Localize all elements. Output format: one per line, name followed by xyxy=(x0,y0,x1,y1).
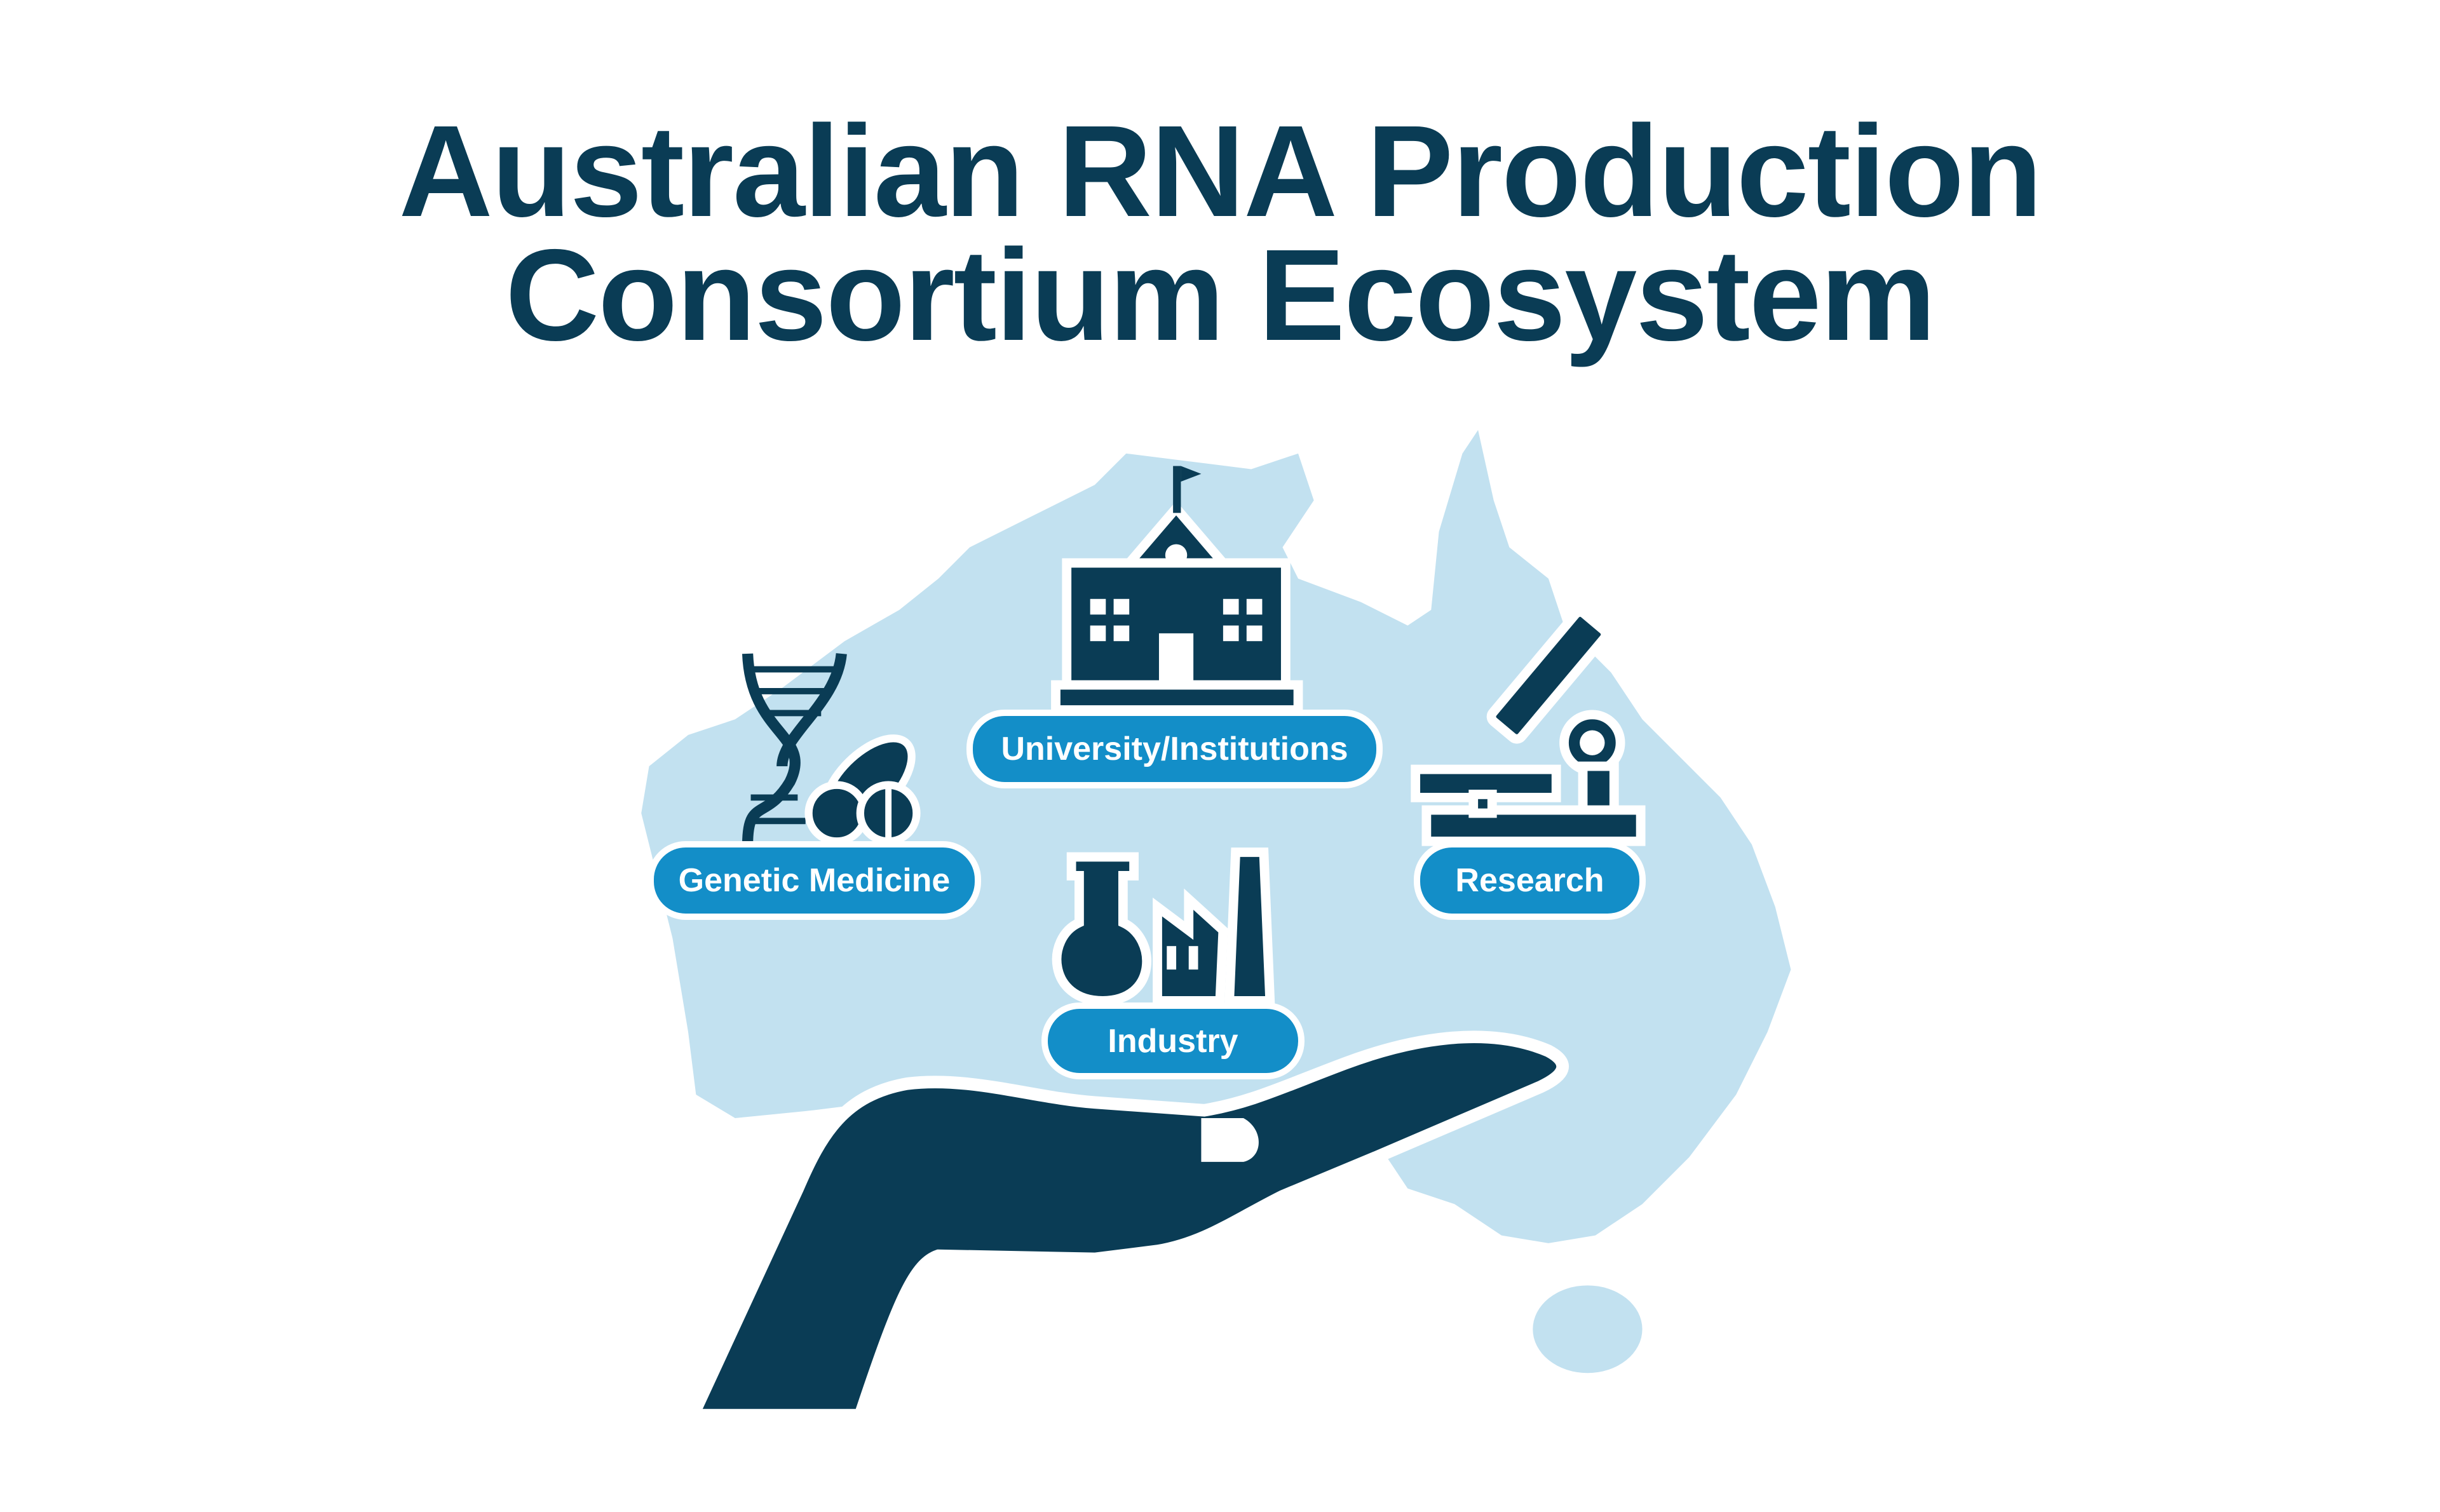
title-line-2: Consortium Ecosystem xyxy=(505,222,1936,368)
node-university-institutions: University/Institutions xyxy=(966,710,1383,788)
flask-factory-icon xyxy=(1052,847,1275,1006)
node-research: Research xyxy=(1414,841,1646,920)
thumb-icon xyxy=(1201,1117,1259,1162)
microscope-icon xyxy=(1411,607,1646,846)
title-line-1: Australian RNA Production xyxy=(398,98,2043,244)
node-industry: Industry xyxy=(1041,1002,1305,1079)
node-genetic-medicine: Genetic Medicine xyxy=(647,841,981,920)
hand-icon xyxy=(683,1030,1569,1422)
tasmania-map xyxy=(1533,1285,1643,1374)
